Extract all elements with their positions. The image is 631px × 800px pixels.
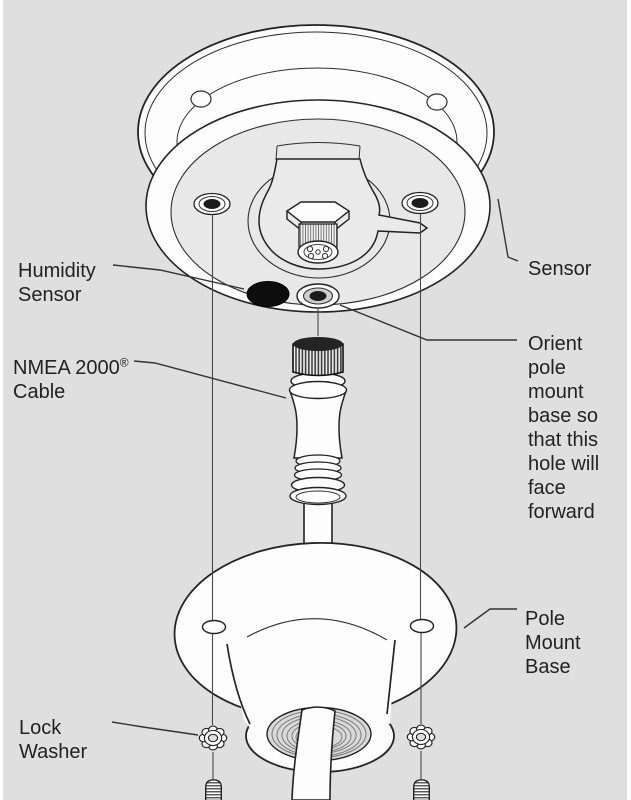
lock-washer-right [406,724,436,750]
sensor-disc [137,24,495,313]
label-humidity-sensor: Humidity Sensor [18,260,96,306]
cable-through-base [291,706,336,800]
nmea-cable-connector [288,309,348,547]
pole-mount-base [173,542,458,800]
screw-right [413,779,430,800]
leader-sensor [497,198,519,262]
lock-washer-left [198,725,228,751]
connector-pins [297,240,339,264]
alignment-lines [211,214,422,779]
screw-left [204,779,223,800]
label-orient-note: Orient pole mount base so that this hole… [528,333,600,523]
knurled-coupling-nut [292,337,344,377]
leader-pole-mount-base [463,608,517,629]
label-pole-mount-base: Pole Mount Base [525,608,581,678]
alignment-bump-right [426,93,448,111]
base-hole-left [201,619,227,635]
leader-orient-hole [339,304,517,341]
leader-humidity-sensor [112,264,245,290]
humidity-sensor-port [246,281,290,307]
label-sensor: Sensor [528,258,592,280]
registered-trademark-symbol: ® [119,355,129,370]
leader-lock-washer [111,721,199,736]
leader-nmea-cable [133,360,287,399]
alignment-bump-left [190,90,212,108]
label-lock-washer: Lock Washer [19,717,88,763]
cable-socket [296,283,340,309]
mounting-hole-right [401,191,439,215]
mounting-hole-left [193,192,231,216]
leader-lines [111,198,519,736]
connector-hex-nut [285,201,351,231]
base-hole-right [409,618,435,634]
connector-mount-pod [258,142,429,270]
threaded-opening [266,706,372,800]
label-nmea-cable: NMEA 2000® Cable [13,355,129,403]
